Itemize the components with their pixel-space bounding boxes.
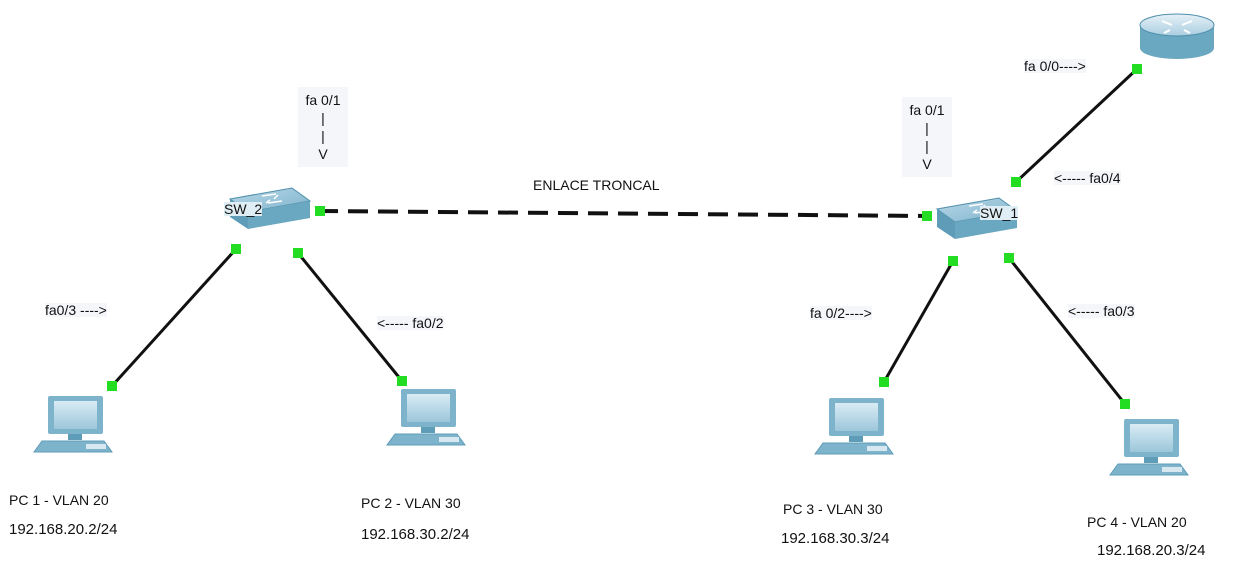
link-sw1-pc4[interactable] [1007,257,1127,405]
pc4-name: PC 4 - VLAN 20 [1087,514,1187,530]
sw2-fa01-label: fa 0/1 | | V [298,87,348,167]
switch-sw1-label: SW_1 [980,205,1019,221]
pc2-name: PC 2 - VLAN 30 [361,495,461,511]
sw2-fa03-label: fa0/3 ----> [45,302,107,318]
port-dot [1011,177,1021,187]
pc1-icon[interactable] [33,396,113,453]
link-sw1-pc3[interactable] [882,260,955,383]
link-sw1-router[interactable] [1014,67,1139,184]
router-icon[interactable] [1139,13,1215,59]
port-dot [293,248,303,258]
sw1-fa04-label: <----- fa0/4 [1054,170,1121,186]
sw1-fa01-label: fa 0/1 | | V [902,97,952,177]
switch-sw2-label: SW_2 [224,201,263,217]
router-fa00-label: fa 0/0----> [1024,58,1086,74]
port-dot [315,206,325,216]
port-dot [231,244,241,254]
sw2-fa02-label: <----- fa0/2 [377,315,444,331]
pc2-ip: 192.168.30.2/24 [361,526,470,543]
trunk-link[interactable] [317,209,929,218]
trunk-label: ENLACE TRONCAL [533,177,660,193]
pc4-ip: 192.168.20.3/24 [1097,542,1206,559]
pc4-icon[interactable] [1109,419,1189,476]
port-dot [397,376,407,386]
pc3-name: PC 3 - VLAN 30 [783,501,883,517]
link-sw2-pc1[interactable] [110,247,238,388]
port-dot [922,211,932,221]
port-dot [1120,399,1130,409]
port-dot [1004,253,1014,263]
sw1-fa02-label: fa 0/2----> [810,305,872,321]
pc3-ip: 192.168.30.3/24 [781,530,890,547]
port-dot [879,377,889,387]
port-dot [948,256,958,266]
port-status-dots [107,64,1142,409]
pc2-icon[interactable] [386,389,466,446]
link-sw2-pc2[interactable] [296,252,404,382]
port-dot [1132,64,1142,74]
pc1-name: PC 1 - VLAN 20 [9,492,109,508]
pc3-icon[interactable] [814,398,894,455]
sw1-fa03-label: <----- fa0/3 [1068,303,1135,319]
pc1-ip: 192.168.20.2/24 [9,521,118,538]
port-dot [107,381,117,391]
